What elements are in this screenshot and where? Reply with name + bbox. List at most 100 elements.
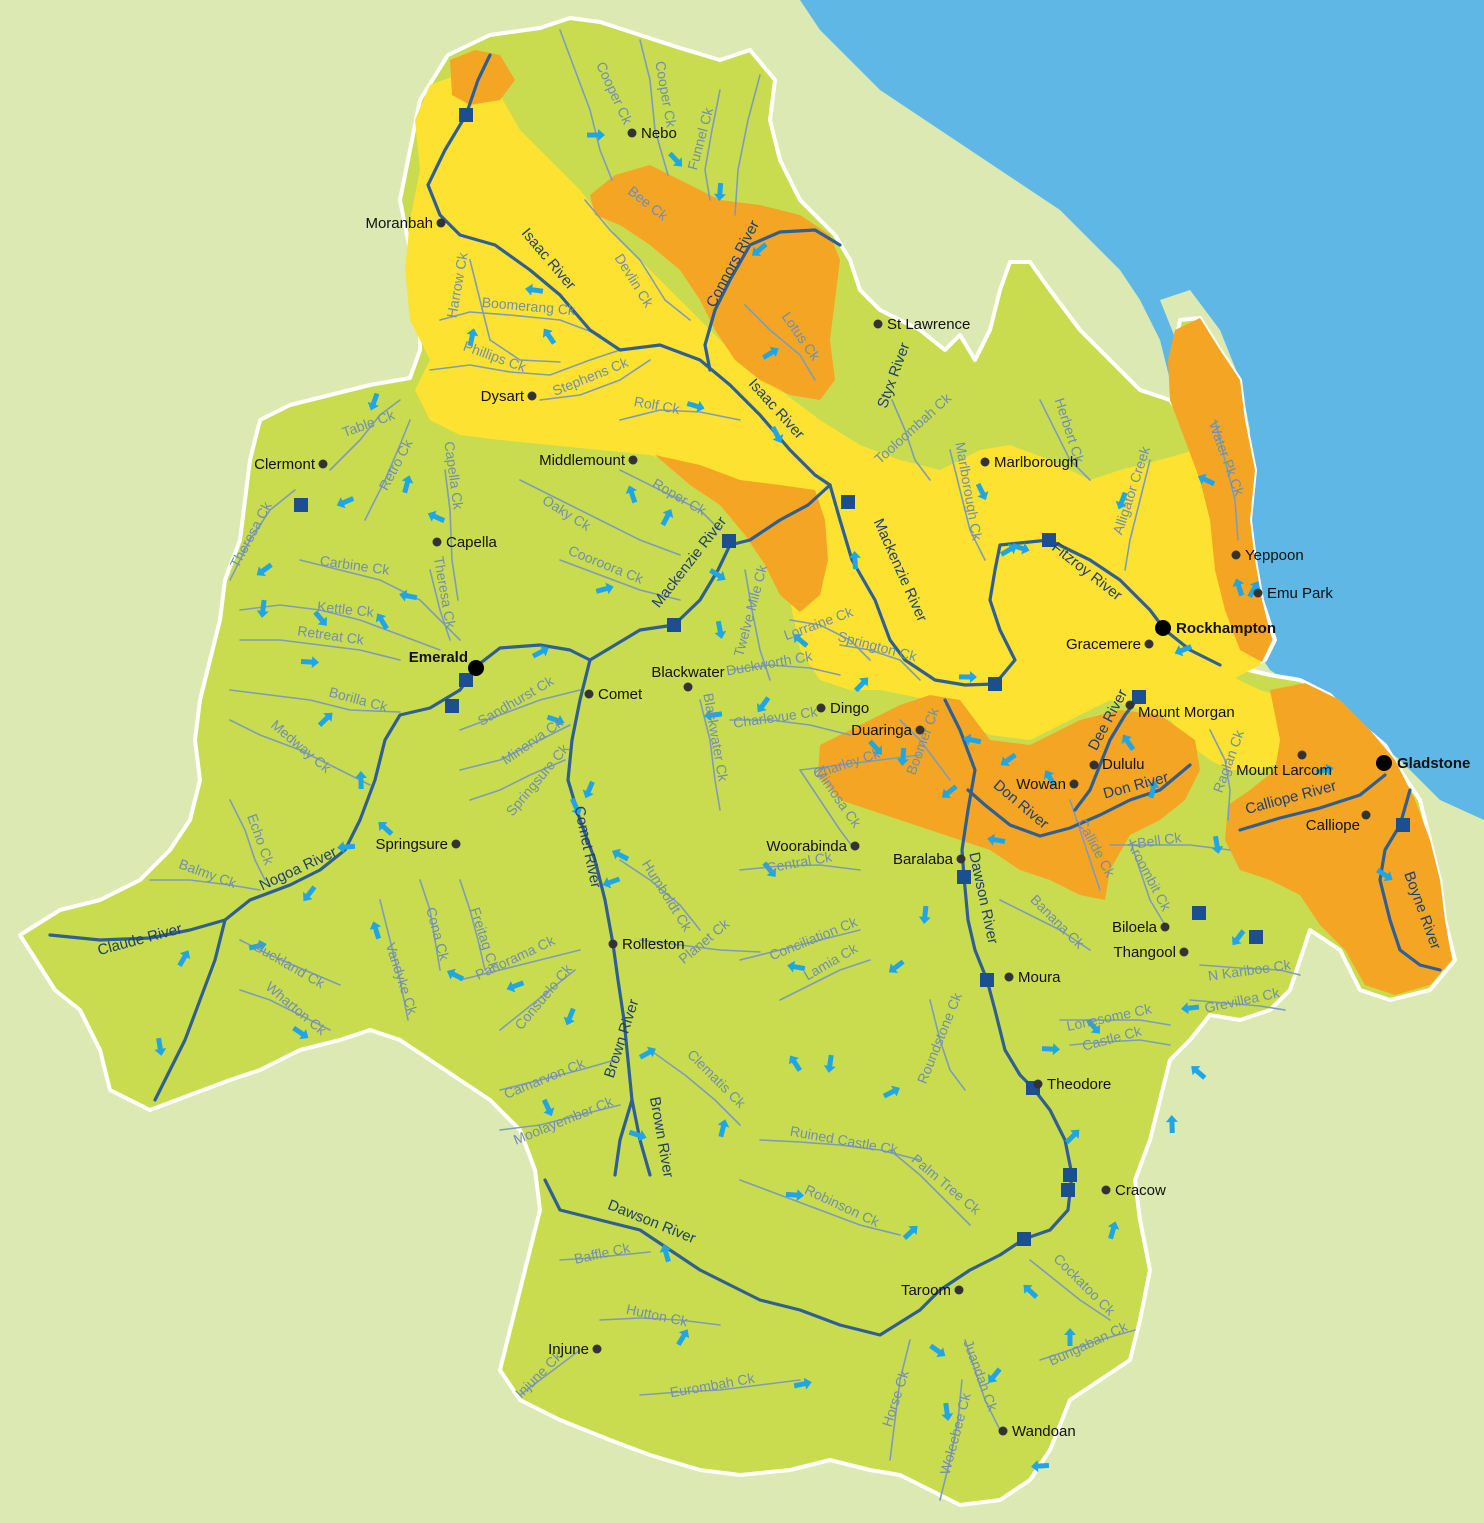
town-marker-icon — [1033, 1079, 1043, 1089]
town-label: Rolleston — [622, 936, 685, 953]
town-marker-icon — [1253, 588, 1263, 598]
town-marker-icon — [592, 1344, 602, 1354]
flow-arrow-icon — [676, 1329, 690, 1347]
flow-arrow-icon — [1064, 1129, 1080, 1145]
very-high-zone-connors — [590, 165, 840, 400]
flow-arrow-icon — [1247, 581, 1261, 599]
town-label: Comet — [598, 686, 643, 703]
flow-arrow-icon — [868, 739, 883, 755]
flow-arrow-icon — [1232, 929, 1246, 946]
flow-arrow-icon — [300, 656, 319, 669]
gauge-station-icon — [445, 699, 459, 713]
flow-arrow-icon — [963, 733, 982, 746]
town-marker-icon — [627, 128, 637, 138]
town-marker-icon — [527, 391, 537, 401]
flow-arrow-icon — [354, 771, 367, 790]
flow-arrow-icon — [541, 1098, 555, 1117]
very-high-zone-gladstone — [1225, 683, 1452, 995]
town-label: Moranbah — [365, 215, 433, 232]
flow-arrow-icon — [975, 482, 989, 501]
dee-river-line — [1073, 695, 1141, 812]
town-marker-icon — [683, 682, 693, 692]
flow-arrow-icon — [506, 980, 525, 993]
flow-arrow-icon — [1000, 752, 1017, 767]
flow-arrow-icon — [1041, 1043, 1060, 1056]
flow-arrow-icon — [563, 1007, 576, 1026]
flow-arrow-icon — [1147, 780, 1160, 799]
flow-arrow-icon — [1197, 473, 1216, 487]
town-marker-icon — [451, 839, 461, 849]
flow-arrow-icon — [709, 568, 726, 582]
flow-arrow-icon — [1011, 542, 1030, 555]
flow-arrow-icon — [787, 960, 806, 973]
flow-arrow-icon — [714, 620, 727, 639]
town-label: Taroom — [901, 1282, 951, 1299]
town-marker-icon — [1004, 972, 1014, 982]
town-label: Calliope — [1306, 817, 1360, 834]
town-marker-icon — [956, 854, 966, 864]
flow-arrow-icon — [256, 599, 269, 618]
town-marker-icon — [998, 1426, 1008, 1436]
gauge-station-icon — [841, 495, 855, 509]
gauge-station-icon — [1132, 690, 1146, 704]
flow-arrow-icon — [1174, 644, 1193, 657]
town-label: Theodore — [1047, 1076, 1111, 1093]
gauge-station-icon — [459, 108, 473, 122]
flow-arrow-icon — [988, 1367, 1002, 1383]
flow-arrow-icon — [896, 747, 909, 766]
flow-arrow-icon — [823, 1054, 836, 1073]
town-label: Moura — [1018, 969, 1061, 986]
flow-arrow-icon — [628, 1129, 647, 1142]
town-label: Baralaba — [893, 851, 954, 868]
very-high-zone-coast — [1168, 318, 1272, 662]
flow-arrow-icon — [542, 328, 557, 345]
flow-arrow-icon — [1191, 1066, 1207, 1080]
flow-arrow-icon — [793, 1377, 812, 1390]
town-marker-icon — [436, 218, 446, 228]
city-marker-icon — [1155, 620, 1171, 636]
gauge-station-icon — [1396, 818, 1410, 832]
flow-arrow-icon — [1165, 1115, 1178, 1134]
city-label: Rockhampton — [1176, 620, 1276, 637]
flow-arrow-icon — [1031, 1460, 1050, 1473]
flow-arrow-icon — [1064, 1328, 1076, 1346]
town-marker-icon — [1144, 639, 1154, 649]
flow-arrow-icon — [1211, 835, 1224, 854]
flow-arrow-icon — [582, 780, 595, 799]
town-label: Marlborough — [994, 454, 1078, 471]
flow-arrow-icon — [337, 841, 356, 854]
gauge-station-icon — [667, 618, 681, 632]
town-label: Emu Park — [1267, 585, 1333, 602]
flow-arrow-icon — [1023, 1284, 1039, 1299]
town-label: Wowan — [1016, 776, 1066, 793]
flow-arrow-icon — [762, 861, 776, 877]
flow-arrow-icon — [256, 562, 273, 577]
catchment-area — [18, 16, 1457, 1507]
town-marker-icon — [1160, 922, 1170, 932]
town-label: Dululu — [1102, 756, 1145, 773]
gauge-station-icon — [988, 677, 1002, 691]
gauge-station-icon — [1042, 533, 1056, 547]
town-marker-icon — [1231, 550, 1241, 560]
flow-arrow-icon — [375, 613, 389, 630]
town-marker-icon — [628, 455, 638, 465]
town-label: Injune — [548, 1341, 589, 1358]
town-marker-icon — [1101, 1185, 1111, 1195]
town-label: Mount Morgan — [1138, 704, 1235, 721]
flow-arrow-icon — [848, 551, 861, 570]
dawson-river-line — [543, 698, 1074, 1337]
gauge-station-icon — [459, 673, 473, 687]
flow-arrow-icon — [704, 709, 723, 722]
flow-arrow-icon — [303, 885, 317, 902]
flow-arrow-icon — [317, 712, 333, 728]
gauge-station-icon — [1249, 930, 1263, 944]
town-marker-icon — [1297, 750, 1307, 760]
gauge-station-icon — [1063, 1168, 1077, 1182]
very-high-zone-dawson — [818, 695, 1200, 900]
flow-arrow-icon — [427, 510, 446, 523]
flow-arrow-icon — [941, 1402, 954, 1421]
flow-arrow-icon — [1115, 491, 1128, 510]
isaac-river-line — [426, 53, 832, 487]
town-marker-icon — [980, 457, 990, 467]
flow-arrow-icon — [918, 905, 931, 924]
